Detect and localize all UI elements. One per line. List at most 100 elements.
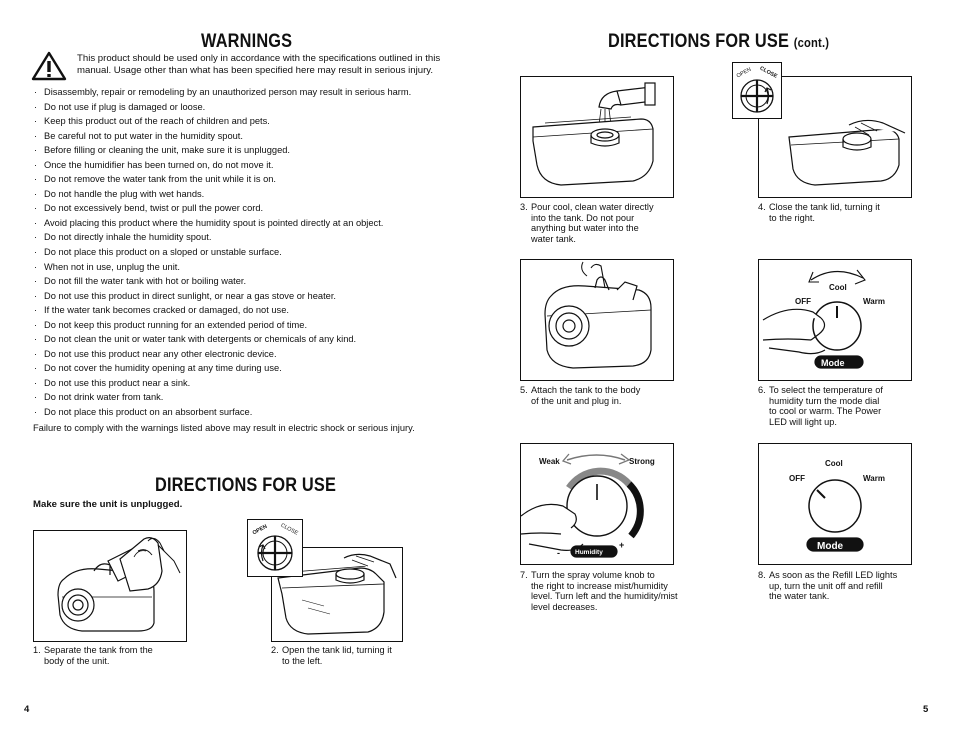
step5-illustration	[520, 259, 674, 381]
step6-illustration: Cool OFF Warm Mode	[758, 259, 912, 381]
step3-caption: 3.Pour cool, clean water directly into t…	[520, 202, 654, 244]
unplug-note: Make sure the unit is unplugged.	[33, 499, 183, 510]
dial-warm-label: Warm	[863, 474, 885, 483]
lid-close-label: CLOSE	[759, 66, 779, 80]
step7-line: level decreases.	[531, 601, 598, 612]
step8-line: the water tank.	[769, 591, 830, 602]
list-item: Do not drink water from tank.	[33, 390, 411, 405]
step3-line: water tank.	[531, 233, 576, 244]
dial-mode-label: Mode	[821, 358, 845, 368]
dial-off-label: OFF	[789, 474, 805, 483]
step3-line: anything but water into the	[531, 223, 639, 234]
warnings-title: WARNINGS	[201, 31, 293, 52]
step5-line: of the unit and plug in.	[531, 395, 622, 406]
step4-caption: 4.Close the tank lid, turning it to the …	[758, 202, 880, 223]
directions-title-text: DIRECTIONS FOR USE	[608, 31, 790, 52]
step1-number: 1.	[33, 645, 41, 655]
step7-line: level. Turn left and the humidity/mist	[531, 591, 678, 602]
list-item: Avoid placing this product where the hum…	[33, 216, 411, 231]
page-number-left: 4	[24, 704, 30, 715]
step2-line: Open the tank lid, turning it	[282, 645, 392, 655]
step3-number: 3.	[520, 202, 528, 212]
list-item: Do not fill the water tank with hot or b…	[33, 274, 411, 289]
step8-line: As soon as the Refill LED lights	[769, 570, 898, 580]
list-item: Disassembly, repair or remodeling by an …	[33, 85, 411, 100]
step7-caption: 7.Turn the spray volume knob to the righ…	[520, 570, 678, 612]
list-item: Do not use this product in direct sunlig…	[33, 289, 411, 304]
list-item: Do not clean the unit or water tank with…	[33, 332, 411, 347]
step6-line: To select the temperature of	[769, 385, 883, 395]
step7-line: the right to increase mist/humidity	[531, 580, 668, 591]
page-number-right: 5	[923, 704, 929, 715]
list-item: Do not cover the humidity opening at any…	[33, 361, 411, 376]
step8-illustration: Cool OFF Warm Mode	[758, 443, 912, 565]
step4-line: to the right.	[769, 212, 815, 223]
directions-cont-text: (cont.)	[793, 35, 830, 50]
list-item: Do not handle the plug with wet hands.	[33, 187, 411, 202]
list-item: When not in use, unplug the unit.	[33, 260, 411, 275]
list-item: Do not keep this product running for an …	[33, 318, 411, 333]
step2-caption: 2.Open the tank lid, turning it to the l…	[271, 645, 392, 666]
step1-line: Separate the tank from the	[44, 645, 153, 655]
step2-lid-inset: OPEN CLOSE	[247, 519, 303, 577]
list-item: Before filling or cleaning the unit, mak…	[33, 143, 411, 158]
step4-number: 4.	[758, 202, 766, 212]
step3-illustration	[520, 76, 674, 198]
lid-open-label: OPEN	[252, 524, 269, 537]
step8-caption: 8.As soon as the Refill LED lights up, t…	[758, 570, 897, 602]
step8-number: 8.	[758, 570, 766, 580]
knob-humidity-label: Humidity	[575, 549, 603, 556]
step3-line: Pour cool, clean water directly	[531, 202, 654, 212]
knob-plus-label: +	[619, 540, 624, 550]
knob-strong-label: Strong	[629, 457, 655, 466]
warnings-list: Disassembly, repair or remodeling by an …	[33, 85, 411, 420]
dial-mode-label: Mode	[817, 541, 844, 552]
step4-line: Close the tank lid, turning it	[769, 202, 880, 212]
step3-line: into the tank. Do not pour	[531, 212, 635, 223]
lid-close-label: CLOSE	[280, 523, 300, 537]
knob-weak-label: Weak	[539, 457, 560, 466]
knob-minus-label: -	[557, 548, 560, 558]
list-item: Do not use this product near any other e…	[33, 347, 411, 362]
step4-illustration	[758, 76, 912, 198]
step7-line: Turn the spray volume knob to	[531, 570, 655, 580]
dial-warm-label: Warm	[863, 297, 885, 306]
dial-cool-label: Cool	[825, 459, 843, 468]
list-item: Do not use if plug is damaged or loose.	[33, 100, 411, 115]
step6-number: 6.	[758, 385, 766, 395]
list-item: Once the humidifier has been turned on, …	[33, 158, 411, 173]
step4-lid-inset: OPEN CLOSE	[732, 62, 782, 119]
dial-cool-label: Cool	[829, 283, 847, 292]
list-item: Do not place this product on a sloped or…	[33, 245, 411, 260]
step5-caption: 5.Attach the tank to the body of the uni…	[520, 385, 640, 406]
lid-open-label: OPEN	[736, 67, 753, 80]
step7-illustration: Weak Strong Humidity - +	[520, 443, 674, 565]
step8-line: up, turn the unit off and refill	[769, 580, 883, 591]
step1-illustration	[33, 530, 187, 642]
step6-line: LED will light up.	[769, 416, 837, 427]
step2-number: 2.	[271, 645, 279, 655]
dial-off-label: OFF	[795, 297, 811, 306]
directions-title: DIRECTIONS FOR USE	[155, 475, 337, 496]
list-item: Do not excessively bend, twist or pull t…	[33, 201, 411, 216]
list-item: Do not place this product on an absorben…	[33, 405, 411, 420]
list-item: Do not directly inhale the humidity spou…	[33, 230, 411, 245]
warning-triangle-icon	[31, 51, 67, 81]
step2-illustration	[271, 547, 403, 642]
step5-number: 5.	[520, 385, 528, 395]
failure-note: Failure to comply with the warnings list…	[33, 423, 415, 433]
list-item: Do not use this product near a sink.	[33, 376, 411, 391]
list-item: Keep this product out of the reach of ch…	[33, 114, 411, 129]
step5-line: Attach the tank to the body	[531, 385, 641, 395]
list-item: If the water tank becomes cracked or dam…	[33, 303, 411, 318]
step1-line: body of the unit.	[44, 655, 110, 666]
step6-caption: 6.To select the temperature of humidity …	[758, 385, 883, 427]
list-item: Do not remove the water tank from the un…	[33, 172, 411, 187]
step6-line: humidity turn the mode dial	[769, 395, 880, 406]
warnings-intro: This product should be used only in acco…	[77, 53, 441, 76]
step6-line: to cool or warm. The Power	[769, 406, 882, 417]
list-item: Be careful not to put water in the humid…	[33, 129, 411, 144]
step1-caption: 1.Separate the tank from the body of the…	[33, 645, 153, 666]
step2-line: to the left.	[282, 655, 323, 666]
directions-cont-title: DIRECTIONS FOR USE (cont.)	[608, 31, 829, 53]
